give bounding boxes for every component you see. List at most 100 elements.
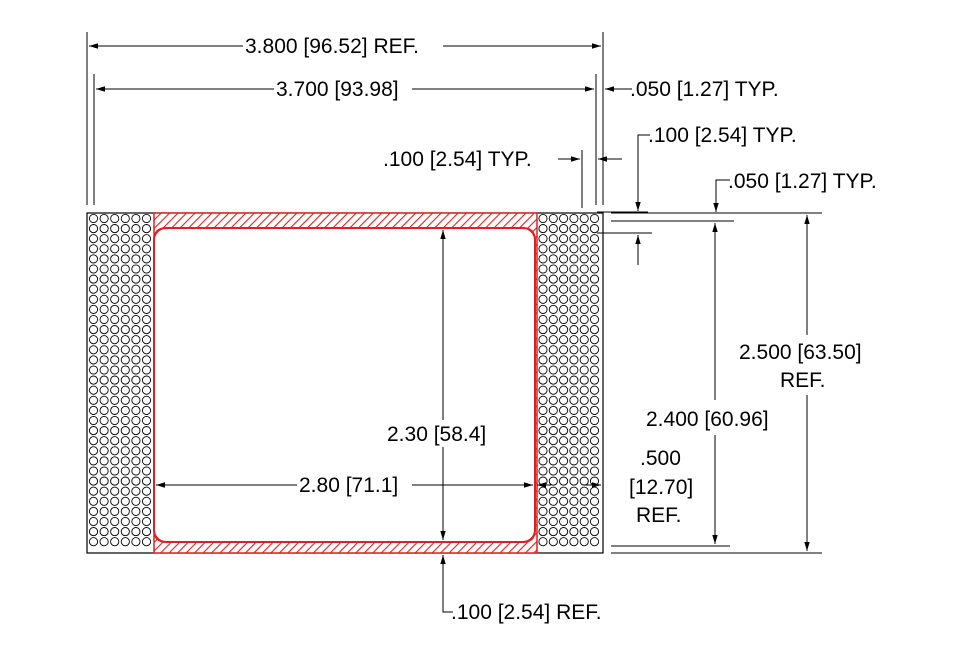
pcb-hole [548,476,558,486]
pcb-hole [548,234,558,244]
pcb-hole [131,405,141,415]
pcb-hole [141,264,152,274]
pcb-hole [548,506,558,516]
pcb-hole [538,284,548,294]
pcb-hole [559,335,569,345]
pcb-hole [579,516,589,527]
pcb-hole [110,264,120,274]
pcb-hole [120,304,130,314]
pcb-hole [141,395,152,405]
leader-line [442,575,453,613]
pcb-hole [99,395,109,405]
pcb-hole [589,456,600,466]
pcb-hole [110,516,120,527]
pcb-hole [110,304,120,314]
pcb-hole [569,415,579,426]
pcb-hole [88,436,99,446]
pcb-hole [88,506,99,516]
pcb-hole [99,365,109,375]
pcb-hole [110,325,120,335]
pcb-hole [120,486,130,496]
pcb-hole [579,426,589,436]
pcb-hole [99,244,109,254]
pcb-hole [559,274,569,284]
pcb-hole [120,426,130,436]
right-hole-grid [538,213,600,547]
pcb-hole [88,345,99,355]
pcb-hole [579,395,589,405]
pcb-hole [579,375,589,385]
pcb-hole [110,224,120,234]
pcb-hole [548,456,558,466]
pcb-hole [99,213,109,224]
pcb-hole [548,284,558,294]
pcb-hole [548,345,558,355]
pcb-hole [538,527,548,537]
pcb-hole [110,314,120,325]
pcb-hole [538,254,548,264]
pcb-hole [141,496,152,506]
pcb-hole [131,355,141,365]
pcb-hole [110,486,120,496]
pcb-hole [559,415,569,426]
pcb-hole [579,274,589,284]
pcb-hole [88,496,99,506]
pcb-hole [589,446,600,456]
pcb-hole [141,476,152,486]
pcb-hole [120,415,130,426]
pcb-hole [589,335,600,345]
pitch-typ-left-label: .100 [2.54] TYP. [383,148,532,171]
pcb-hole [559,284,569,294]
pcb-hole [120,375,130,385]
pcb-hole [131,213,141,224]
pcb-hole [141,304,152,314]
pcb-hole [569,284,579,294]
pcb-hole [548,254,558,264]
pcb-hole [589,506,600,516]
pcb-hole [110,335,120,345]
pcb-hole [110,537,120,547]
pcb-hole [131,345,141,355]
pcb-hole [548,395,558,405]
pcb-hole [88,405,99,415]
pcb-hole [141,284,152,294]
pcb-hole [559,234,569,244]
pcb-hole [579,456,589,466]
pcb-hole [579,496,589,506]
pcb-hole [569,375,579,385]
pcb-hole [120,446,130,456]
pcb-hole [141,527,152,537]
pcb-hole [589,476,600,486]
pcb-hole [559,395,569,405]
pcb-hole [141,244,152,254]
pcb-hole [589,466,600,476]
pcb-hole [131,325,141,335]
pcb-hole [579,224,589,234]
pcb-hole [569,244,579,254]
pcb-hole [538,506,548,516]
pcb-hole [559,325,569,335]
pcb-hole [131,476,141,486]
pcb-hole [88,537,99,547]
pcb-hole [569,294,579,304]
pcb-hole [110,415,120,426]
pcb-hole [88,254,99,264]
pcb-hole [559,375,569,385]
pcb-hole [99,456,109,466]
pcb-hole [589,375,600,385]
pcb-hole [548,527,558,537]
pcb-hole [120,284,130,294]
pcb-hole [99,446,109,456]
pcb-hole [88,325,99,335]
pcb-hole [99,314,109,325]
pcb-hole [88,476,99,486]
pcb-hole [131,537,141,547]
pcb-hole [120,244,130,254]
pcb-hole [579,213,589,224]
pcb-hole [579,527,589,537]
pcb-hole [559,385,569,395]
pcb-hole [548,375,558,385]
pcb-hole [559,537,569,547]
pcb-hole [141,506,152,516]
